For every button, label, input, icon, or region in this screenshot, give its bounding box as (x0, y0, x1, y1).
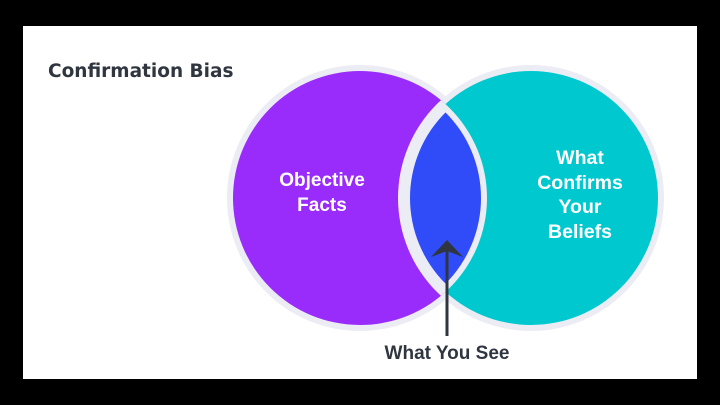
objective-facts-label-line: Objective (279, 170, 365, 191)
confirms-beliefs-label-line: Your (558, 196, 602, 218)
objective-facts-label-line: Facts (297, 194, 347, 216)
confirms-beliefs-label-line: What (556, 147, 604, 169)
arrow-icon (431, 240, 463, 336)
diagram-title: Confirmation Bias (48, 61, 234, 82)
intersection-border-right (398, 71, 487, 325)
intersection-caption: What You See (384, 343, 510, 364)
arrow-head (431, 240, 463, 257)
confirms-beliefs-label-line: Confirms (537, 171, 623, 194)
objective-facts-label: Objective Facts (262, 169, 382, 218)
confirms-beliefs-label: What Confirms Your Beliefs (520, 146, 640, 244)
confirms-beliefs-label-line: Beliefs (548, 220, 612, 243)
